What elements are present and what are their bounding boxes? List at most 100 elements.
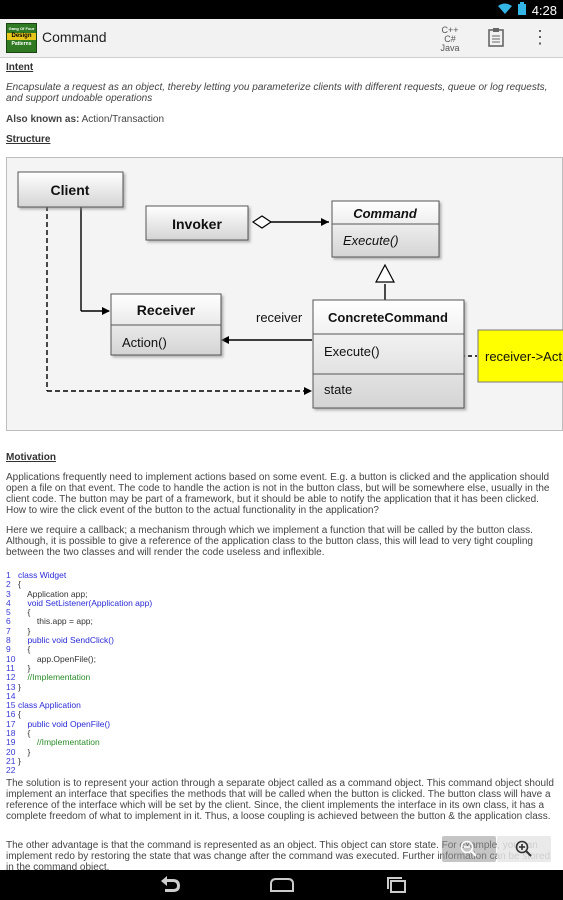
language-button[interactable]: C++ C# Java — [437, 25, 463, 53]
code-line-number: 12 — [6, 672, 16, 683]
code-line: 2{ — [6, 579, 306, 590]
structure-diagram: Client Invoker Command Execute() Receive… — [6, 157, 563, 431]
uml-receiver-label: receiver — [256, 310, 303, 325]
inheritance-triangle — [375, 263, 395, 283]
code-line: 17 public void OpenFile() — [6, 718, 306, 729]
code-line: 7 } — [6, 625, 306, 636]
zoom-in-button[interactable] — [497, 836, 551, 862]
code-line-text: class Widget — [18, 570, 67, 580]
code-line: 12 //Implementation — [6, 672, 306, 683]
lang-cpp: C++ — [441, 25, 459, 35]
code-line-text: Application app; — [18, 588, 88, 599]
lang-java: Java — [440, 43, 460, 53]
uml-concrete-method: Execute() — [324, 344, 380, 359]
code-line-number: 16 — [6, 709, 16, 720]
code-line: 8 public void SendClick() — [6, 635, 306, 646]
code-line-text: } — [18, 662, 31, 673]
notes-button[interactable] — [483, 25, 509, 51]
aggregation-diamond — [251, 215, 273, 229]
code-line-text: this.app = app; — [18, 616, 93, 627]
battery-icon — [517, 2, 526, 18]
code-line: 19 //Implementation — [6, 737, 306, 748]
intent-heading: Intent — [6, 62, 34, 73]
code-line: 1 class Widget — [6, 570, 306, 580]
uml-receiver: Receiver — [137, 302, 196, 318]
status-bar: 4:28 — [0, 0, 563, 19]
back-button[interactable] — [155, 876, 183, 894]
code-line: 6 this.app = app; — [6, 616, 306, 627]
code-line-number: 11 — [6, 662, 15, 673]
code-line-number: 20 — [6, 746, 16, 757]
code-line-text: { — [18, 607, 31, 618]
wifi-icon — [497, 3, 512, 18]
uml-concrete-state: state — [324, 382, 352, 397]
solution-paragraph: The solution is to represent your action… — [6, 778, 554, 822]
code-line-number: 10 — [6, 653, 16, 664]
app-logo-icon[interactable]: Gang Of Four Design Patterns — [6, 23, 37, 53]
code-line: 18 { — [6, 728, 306, 739]
code-line-number: 5 — [6, 607, 11, 618]
also-known-label: Also known as: — [6, 114, 80, 125]
action-bar: Gang Of Four Design Patterns Command C++… — [0, 19, 563, 58]
overflow-menu-button[interactable]: ⋮ — [527, 25, 553, 51]
code-line-text: //Implementation — [18, 672, 91, 683]
more-vert-icon: ⋮ — [531, 27, 549, 47]
code-line: 16{ — [6, 709, 306, 720]
code-line-number: 1 — [6, 570, 11, 580]
code-line-number: 7 — [6, 625, 11, 636]
code-line: 3 Application app; — [6, 588, 306, 599]
navigation-bar — [0, 870, 563, 900]
page-title: Command — [42, 29, 107, 45]
code-line-number: 6 — [6, 616, 11, 627]
zoom-in-icon — [515, 840, 532, 857]
code-line-number: 14 — [6, 690, 16, 701]
code-line-number: 8 — [6, 635, 11, 646]
code-line-text: void SetListener(Application app) — [18, 597, 153, 608]
code-line-number: 9 — [6, 644, 11, 655]
code-line-text: { — [18, 728, 31, 739]
clock: 4:28 — [531, 2, 557, 18]
code-line: 5 { — [6, 607, 306, 618]
code-line: 13} — [6, 681, 306, 692]
content-webview[interactable]: Intent Encapsulate a request as an objec… — [0, 58, 563, 870]
code-line-text: app.OpenFile(); — [18, 653, 96, 664]
code-line-text: { — [18, 709, 21, 720]
code-line-number: 2 — [6, 579, 11, 590]
code-line-number: 13 — [6, 681, 16, 692]
back-icon — [161, 876, 180, 892]
uml-note: receiver->Action(); — [485, 349, 563, 364]
zoom-out-button[interactable] — [442, 836, 496, 862]
code-line: 22 — [6, 765, 306, 776]
code-line-text: } — [18, 755, 21, 766]
uml-receiver-method: Action() — [122, 335, 167, 350]
also-known-as: Also known as: Action/Transaction — [6, 114, 558, 125]
uml-command: Command — [353, 206, 418, 221]
code-line-number: 22 — [6, 765, 16, 776]
uml-client: Client — [51, 182, 90, 198]
recents-icon — [387, 877, 406, 893]
home-button[interactable] — [268, 876, 296, 894]
code-line-text: } — [18, 746, 31, 757]
app-logo-mid: Design — [7, 33, 36, 40]
code-line: 11 } — [6, 662, 306, 673]
uml-invoker: Invoker — [172, 216, 222, 232]
code-line-number: 3 — [6, 588, 11, 599]
uml-concrete: ConcreteCommand — [328, 310, 448, 325]
also-known-value: Action/Transaction — [81, 114, 165, 125]
motivation-paragraph-1: Applications frequently need to implemen… — [6, 472, 550, 516]
recents-button[interactable] — [383, 876, 411, 894]
intent-text: Encapsulate a request as an object, ther… — [6, 82, 548, 104]
code-line-number: 15 — [6, 700, 16, 711]
motivation-paragraph-2: Here we require a callback; a mechanism … — [6, 525, 533, 558]
code-line: 21} — [6, 755, 306, 766]
code-line-number: 19 — [6, 737, 16, 748]
code-line-text: class Application — [18, 700, 81, 711]
code-line-text: { — [18, 579, 21, 590]
code-line-number: 17 — [6, 718, 16, 729]
code-line-number: 4 — [6, 597, 11, 608]
zoom-out-icon — [460, 840, 477, 857]
code-line: 9 { — [6, 644, 306, 655]
code-line-text: } — [18, 681, 21, 692]
